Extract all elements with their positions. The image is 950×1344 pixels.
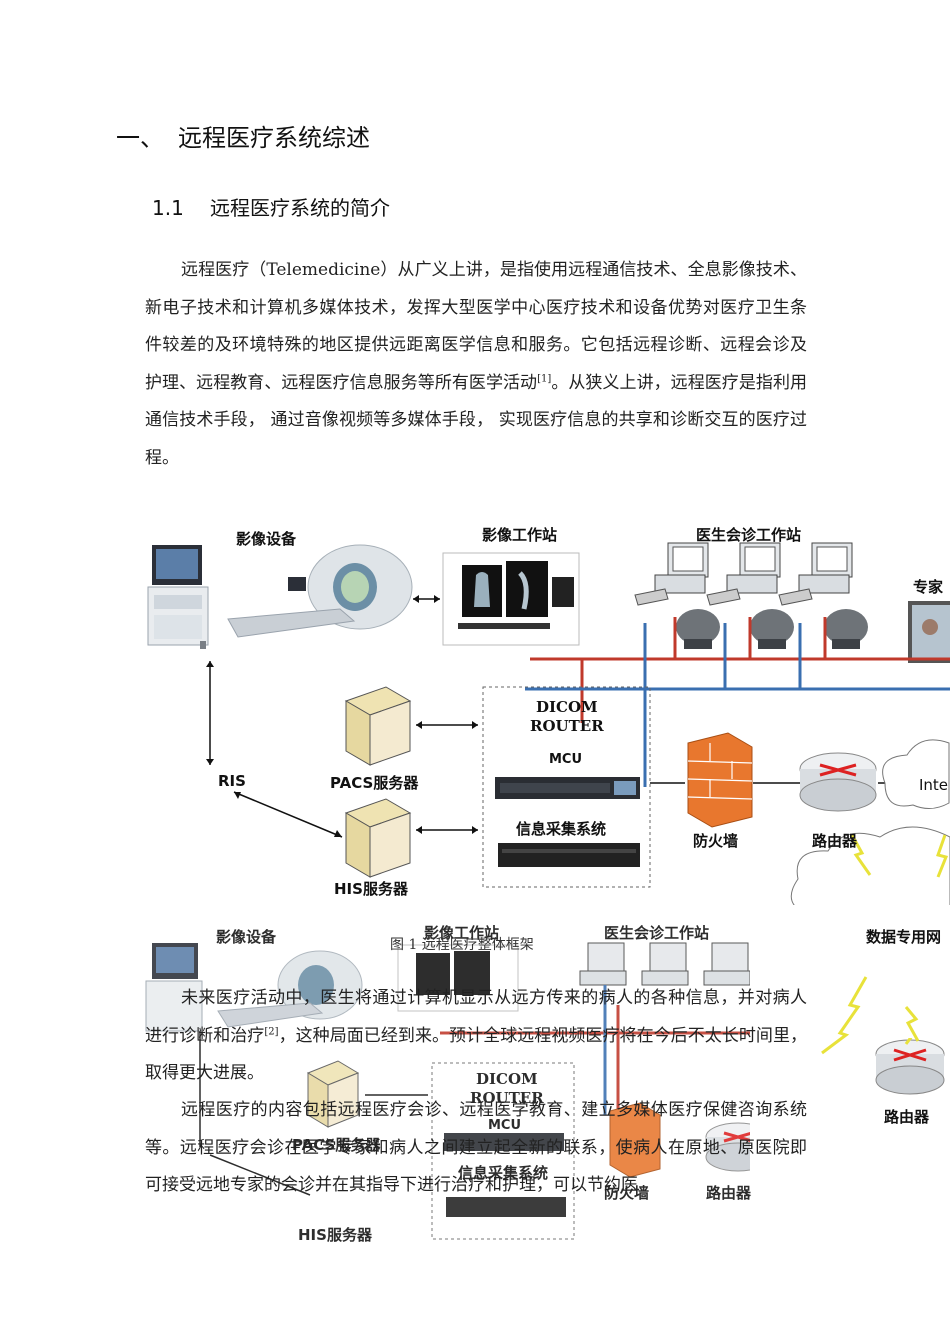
future-text-a: 未来医疗活动中，医生将通过计算机显示从远方传来的病人的各种信息，并对病人进行诊断…	[145, 988, 807, 1046]
label-ris: RIS	[218, 772, 246, 790]
label-router-dup: 路由器	[706, 1184, 752, 1202]
label-firewall: 防火墙	[693, 832, 739, 850]
label-imaging-device: 影像设备	[236, 530, 297, 548]
label-doctor-workstation: 医生会诊工作站	[696, 526, 802, 544]
intro-text-a: 远程医疗（Telemedicine）从广义上讲，是指使用远程通信技术、全息影像技…	[145, 260, 807, 393]
future-text-b: ，这种局面已经到来。预计全球远程视频医疗将在今后不太长时间里，取得更大进展。	[145, 1025, 808, 1084]
future-paragraph: 未来医疗活动中，医生将通过计算机显示从远方传来的病人的各种信息，并对病人进行诊断…	[145, 980, 807, 1093]
label-dicom-router-dup: DICOM ROUTER	[470, 1070, 544, 1107]
label-info-collect-dup: 信息采集系统	[458, 1164, 549, 1182]
lightning-icon	[821, 976, 868, 1055]
router-icon	[875, 1038, 945, 1095]
label-router-2: 路由器	[884, 1108, 930, 1126]
imaging-device-icon	[147, 544, 413, 649]
duplicate-framework-diagram	[145, 942, 750, 1240]
citation-ref[interactable]: [1]	[537, 372, 552, 384]
subsection-title: 远程医疗系统的简介	[210, 196, 390, 220]
telemedicine-framework-diagram	[147, 542, 950, 905]
label-firewall-dup: 防火墙	[604, 1184, 650, 1202]
label-info-collect: 信息采集系统	[516, 820, 607, 838]
label-imaging-workstation-dup: 影像工作站	[424, 924, 500, 942]
section-title: 远程医疗系统综述	[178, 124, 370, 152]
section-heading: 一、远程医疗系统综述	[116, 118, 370, 153]
content-text: 远程医疗的内容包括远程医疗会诊、远程医学教育、建立多媒体医疗保健咨询系统等。远程…	[145, 1100, 807, 1195]
label-pacs-server: PACS服务器	[330, 774, 419, 792]
lightning-icon	[904, 1006, 920, 1042]
label-private-network: 数据专用网	[866, 928, 942, 946]
content-paragraph: 远程医疗的内容包括远程医疗会诊、远程医学教育、建立多媒体医疗保健咨询系统等。远程…	[145, 1092, 807, 1205]
label-mcu-dup: MCU	[488, 1118, 522, 1133]
subsection-heading: 1.1 远程医疗系统的简介	[152, 192, 390, 221]
label-router: 路由器	[812, 832, 858, 850]
citation-ref[interactable]: [2]	[264, 1025, 279, 1037]
intro-paragraph: 远程医疗（Telemedicine）从广义上讲，是指使用远程通信技术、全息影像技…	[145, 252, 807, 477]
label-pacs-server-dup: PACS服务器	[292, 1136, 381, 1154]
label-expert: 专家	[913, 578, 944, 596]
label-mcu: MCU	[549, 752, 583, 767]
label-imaging-workstation: 影像工作站	[482, 526, 558, 544]
subsection-number: 1.1	[152, 196, 184, 220]
label-his-server: HIS服务器	[334, 880, 408, 898]
section-number: 一、	[116, 124, 164, 152]
label-his-server-dup: HIS服务器	[298, 1226, 372, 1244]
label-dicom-router: DICOM ROUTER	[530, 698, 604, 735]
intro-text-b: 。从狭义上讲，远程医疗是指利用通信技术手段， 通过音像视频等多媒体手段， 实现医…	[145, 372, 808, 468]
label-imaging-device-dup: 影像设备	[216, 928, 277, 946]
doctor-pc-icons	[634, 542, 868, 649]
label-doctor-workstation-dup: 医生会诊工作站	[604, 924, 710, 942]
figure-caption: 图 1 远程医疗整体框架	[390, 937, 534, 953]
label-internet: Inte	[919, 776, 949, 794]
